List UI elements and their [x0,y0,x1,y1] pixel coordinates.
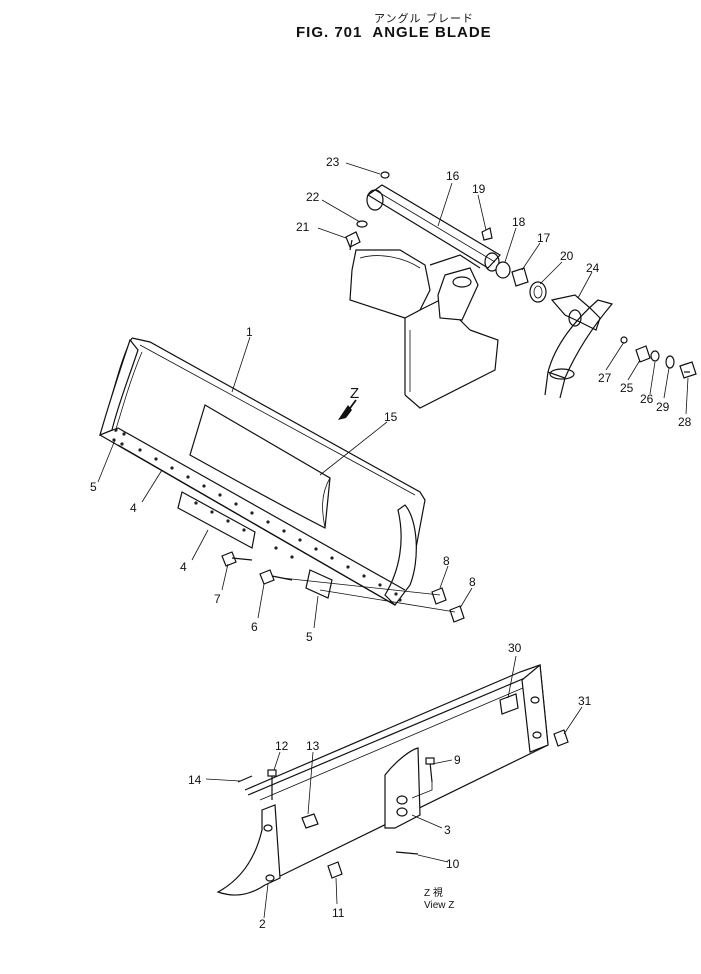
callout-11: 11 [332,906,345,920]
callout-6: 6 [251,620,258,634]
callout-14: 14 [188,773,202,787]
callout-10: 10 [446,857,460,871]
callout-5a: 5 [90,480,97,494]
callout-15: 15 [384,410,398,424]
callout-29: 29 [656,400,670,414]
callout-27: 27 [598,371,612,385]
leader-lines [97,162,689,919]
view-z-arrow: Z [338,385,359,420]
callout-12: 12 [275,739,289,753]
callout-3: 3 [444,823,451,837]
callout-25: 25 [620,381,634,395]
callout-7: 7 [214,592,221,606]
callout-2: 2 [259,917,266,931]
callout-13: 13 [306,739,320,753]
blade-holes [112,428,402,602]
callout-19: 19 [472,182,486,196]
blade-rear [216,663,569,896]
japanese-title: アングル ブレード [374,12,475,25]
figure-number: FIG. 701 [296,24,363,41]
callout-28: 28 [678,415,692,429]
view-marker: Z [350,385,359,402]
callout-5b: 5 [306,630,313,644]
callout-4b: 4 [180,560,187,574]
callout-17: 17 [537,231,551,245]
callout-8a: 8 [443,554,450,568]
callout-1: 1 [246,325,253,339]
callout-31: 31 [578,694,592,708]
callout-18: 18 [512,215,526,229]
callout-16: 16 [446,169,460,183]
figure-title: FIG. 701 ANGLE BLADE [296,24,502,41]
blade-front [99,337,465,623]
view-z-caption-jp: Z 視 [424,888,443,899]
frame-assembly [349,249,499,409]
callout-8b: 8 [469,575,476,589]
callout-21: 21 [296,220,310,234]
figure-name: ANGLE BLADE [372,24,492,41]
callout-24: 24 [586,261,600,275]
callout-9: 9 [454,753,461,767]
view-z-caption-en: View Z [424,900,455,911]
callouts: 23 16 19 22 21 18 17 20 24 27 25 26 29 2… [90,155,692,931]
callout-20: 20 [560,249,574,263]
callout-26: 26 [640,392,654,406]
view-z-caption: Z 視 View Z [424,888,454,912]
callout-22: 22 [306,190,320,204]
callout-23: 23 [326,155,340,169]
callout-4a: 4 [130,501,137,515]
callout-30: 30 [508,641,522,655]
pivot-shaft [345,171,697,399]
